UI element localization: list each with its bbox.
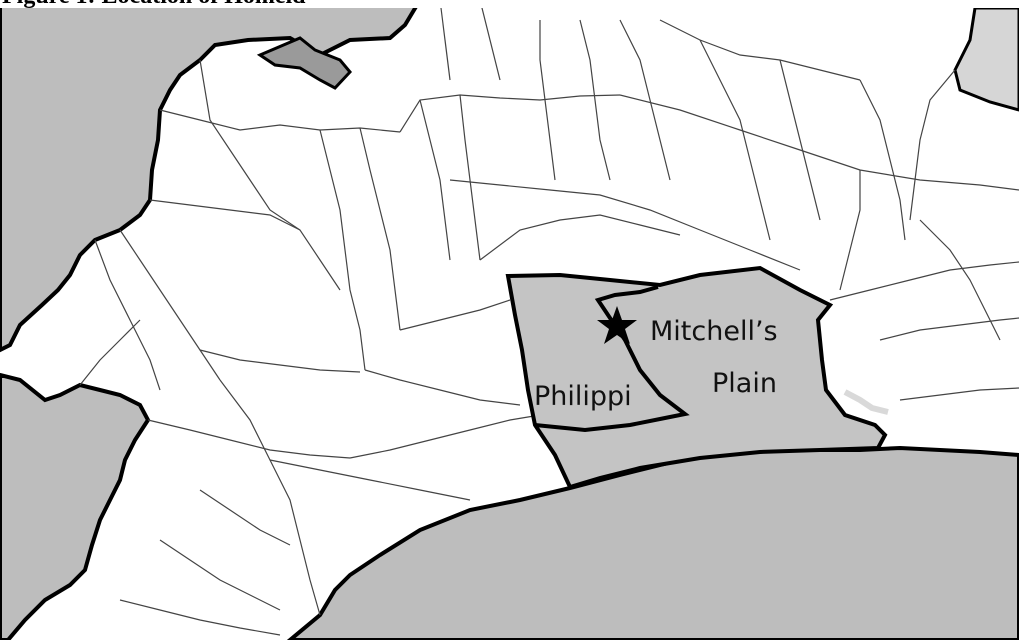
star-icon (597, 306, 637, 344)
harbour (256, 36, 353, 90)
eastern-coast-feature (843, 389, 889, 415)
philippi-boundary (534, 285, 690, 433)
label-mitchells-line1: Mitchell’s (650, 316, 778, 347)
water-northwest (0, 8, 418, 353)
label-mitchells-line2: Plain (712, 368, 777, 399)
suburb-boundaries (79, 8, 1019, 636)
region-east (953, 8, 1019, 112)
label-philippi: Philippi (534, 381, 632, 412)
water-southwest (0, 372, 151, 640)
figure-title: Figure 1: Location of Homeid (2, 0, 306, 10)
